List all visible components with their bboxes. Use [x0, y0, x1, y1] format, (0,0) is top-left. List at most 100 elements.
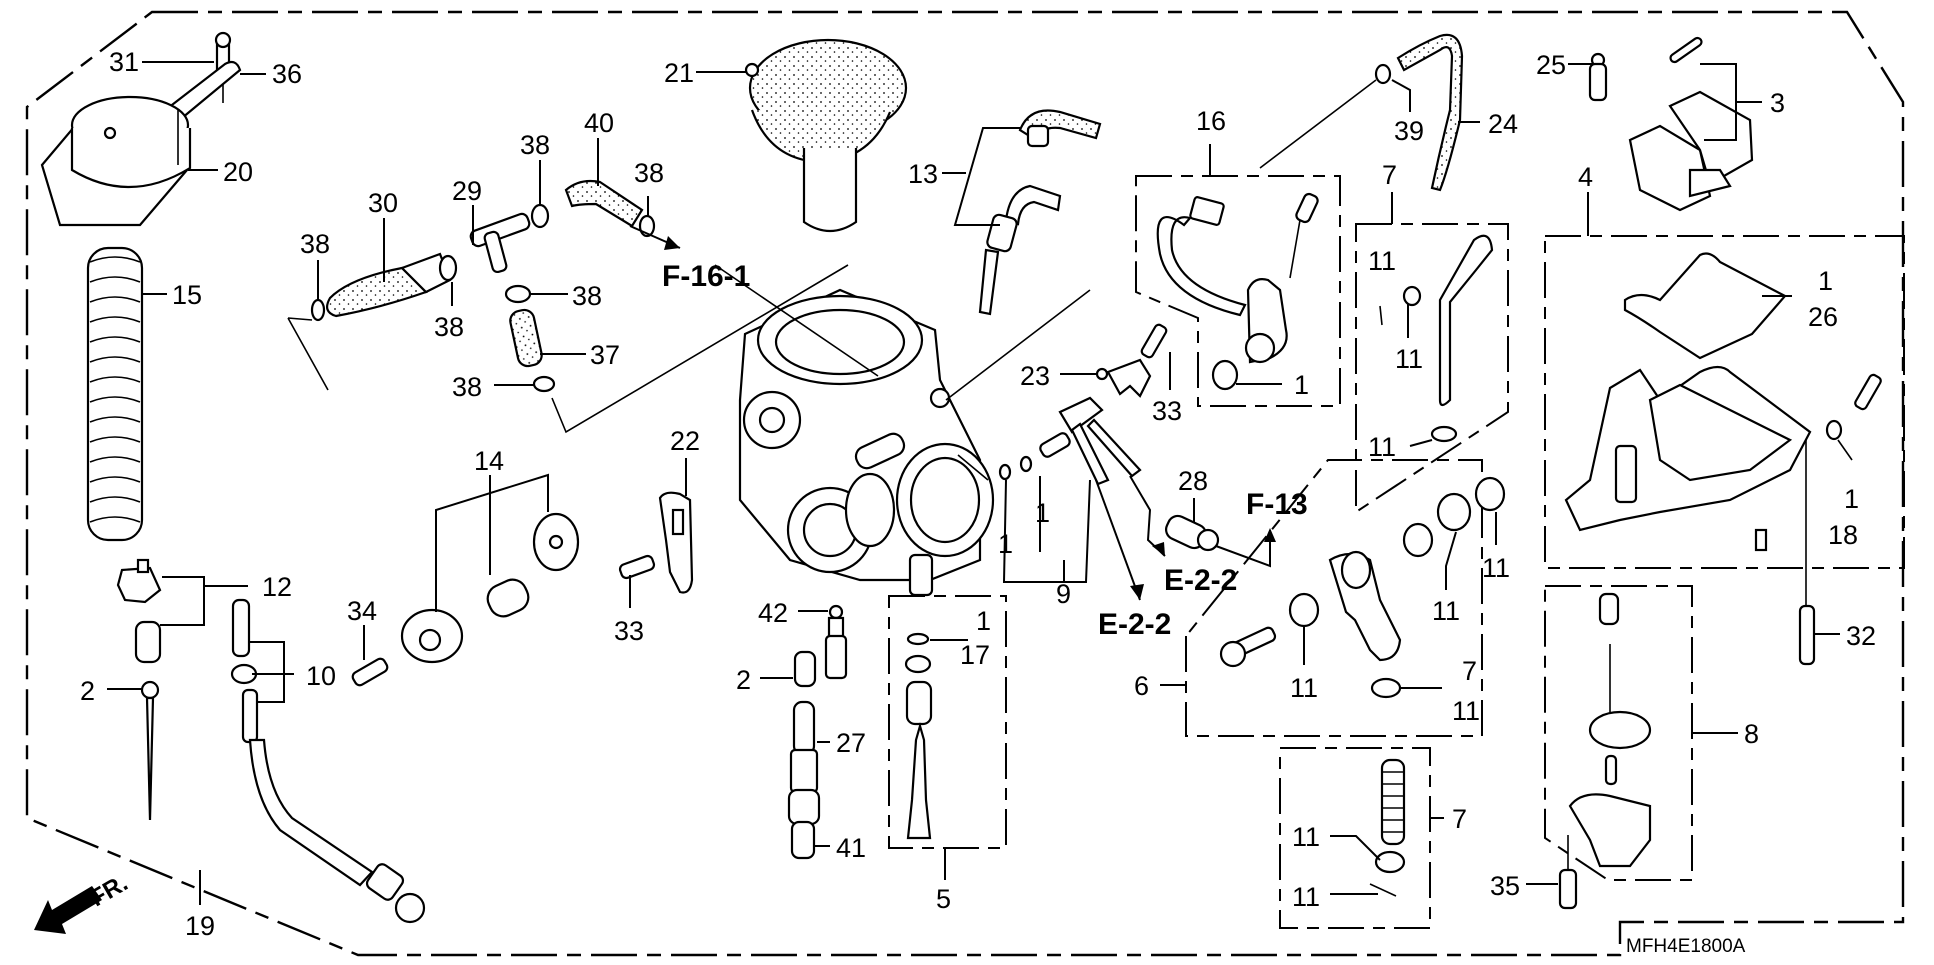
o-ring-16-icon — [1211, 359, 1239, 391]
jet-41-icon — [790, 820, 816, 860]
kit-box-8 — [1544, 585, 1693, 881]
callout-11-d: 11 — [1290, 673, 1318, 703]
callout-18: 18 — [1828, 520, 1858, 550]
callout-38-b: 38 — [434, 312, 464, 342]
callout-7-mid: 7 — [1462, 656, 1477, 686]
bracket-23-icon — [1095, 358, 1152, 398]
callout-38-e: 38 — [572, 281, 602, 311]
clamp-38-lower-icon — [504, 284, 532, 304]
callout-32: 32 — [1846, 621, 1876, 651]
sensor-hose-13-icon — [978, 109, 1102, 316]
callout-42: 42 — [758, 598, 788, 628]
kit-box-7-lower — [1279, 747, 1431, 929]
screw-34-icon — [351, 657, 389, 687]
float-chamber-4-icon — [1564, 365, 1812, 552]
callout-34: 34 — [347, 596, 377, 626]
clamp-38-bottom-icon — [532, 375, 556, 393]
screw-32-icon — [1798, 604, 1816, 666]
screw-35-icon — [1558, 868, 1578, 910]
float-3-icon — [1628, 36, 1754, 212]
callout-3: 3 — [1770, 88, 1785, 118]
throttle-link-22-icon — [658, 491, 694, 594]
callout-33-left: 33 — [614, 616, 644, 646]
callout-1-gasket: 1 — [1818, 266, 1833, 296]
callout-39: 39 — [1394, 116, 1424, 146]
diaphragm-piston-21-icon — [744, 38, 908, 233]
clamp-39-icon — [1374, 63, 1392, 85]
callout-11-a: 11 — [1368, 246, 1396, 276]
callout-38-f: 38 — [452, 372, 482, 402]
hose-30-icon — [325, 252, 452, 318]
float-gasket-26-icon — [1623, 252, 1787, 360]
choke-cable-10-icon — [230, 598, 426, 924]
callout-6: 6 — [1134, 671, 1149, 701]
o-ring-18-icon — [1825, 419, 1843, 441]
clamp-38-left-icon — [310, 298, 326, 322]
hose-40-icon — [564, 179, 644, 228]
callout-17: 17 — [960, 640, 990, 670]
callout-1-right: 1 — [1035, 498, 1050, 528]
jet-needle-2-icon — [140, 680, 160, 821]
callout-16: 16 — [1196, 106, 1226, 136]
jet-2-center-icon — [793, 650, 817, 688]
clamp-38-mid-icon — [438, 254, 458, 282]
ref-label-e-2-2-upper: E-2-2 — [1164, 564, 1237, 597]
diaphragm-set-14-icon — [400, 512, 580, 664]
screw-28-icon — [1164, 514, 1220, 552]
spring-7-icon — [1369, 758, 1406, 897]
callout-30: 30 — [368, 188, 398, 218]
callout-22: 22 — [670, 426, 700, 456]
callout-38-c: 38 — [520, 130, 550, 160]
callout-12: 12 — [262, 572, 292, 602]
callout-38-a: 38 — [300, 229, 330, 259]
callout-37: 37 — [590, 340, 620, 370]
callout-1-chamber: 1 — [1844, 484, 1859, 514]
kit-box-6 — [1185, 459, 1483, 737]
callout-38-d: 38 — [634, 158, 664, 188]
callout-21: 21 — [664, 58, 694, 88]
ref-label-e-2-2-lower: E-2-2 — [1098, 608, 1171, 641]
assembly-boundary — [25, 10, 1905, 957]
callout-2-center: 2 — [736, 665, 751, 695]
throttle-stop-9-icon — [998, 396, 1142, 486]
callout-11-i: 11 — [1292, 882, 1320, 912]
screw-4-icon — [1854, 373, 1882, 411]
callout-24: 24 — [1488, 109, 1518, 139]
front-direction-label: FR. — [86, 869, 133, 912]
callout-35: 35 — [1490, 871, 1520, 901]
front-direction-arrow-icon — [34, 886, 102, 934]
callout-2-left: 2 — [80, 676, 95, 706]
screw-33-left-icon — [618, 554, 656, 580]
callout-19: 19 — [185, 911, 215, 941]
callout-4: 4 — [1578, 162, 1593, 192]
kit-box-7-upper — [1355, 223, 1509, 514]
link-rod-7-icon — [1379, 234, 1494, 443]
callout-41: 41 — [836, 833, 866, 863]
kit-box-5 — [888, 595, 1007, 849]
carburetor-body-icon — [738, 288, 995, 597]
callout-11-c: 11 — [1368, 432, 1396, 462]
kit-box-16 — [1135, 175, 1341, 407]
callout-7-lower: 7 — [1452, 804, 1467, 834]
ref-label-f-16-1: F-16-1 — [662, 260, 750, 293]
piston-kit-5-icon — [904, 632, 933, 840]
callout-40: 40 — [584, 108, 614, 138]
float-valve-25-icon — [1588, 52, 1608, 102]
screw-33-right-icon — [1140, 323, 1168, 359]
callout-31: 31 — [109, 47, 139, 77]
diagram-reference-code: MFH4E1800A — [1626, 936, 1746, 957]
callout-33-right: 33 — [1152, 396, 1182, 426]
spring-15-icon — [86, 246, 144, 542]
callout-23: 23 — [1020, 361, 1050, 391]
callout-8: 8 — [1744, 719, 1759, 749]
throttle-arm-6-icon — [1219, 476, 1506, 699]
callout-20: 20 — [223, 157, 253, 187]
callout-26: 26 — [1808, 302, 1838, 332]
ref-label-f-13: F-13 — [1246, 488, 1308, 521]
cover-20-icon — [40, 95, 192, 227]
callout-11-h: 11 — [1292, 822, 1320, 852]
accelerator-pump-8-icon — [1568, 592, 1652, 868]
callout-11-f: 11 — [1482, 553, 1510, 583]
callout-11-g: 11 — [1452, 696, 1480, 726]
needle-jet-27-icon — [787, 700, 821, 826]
